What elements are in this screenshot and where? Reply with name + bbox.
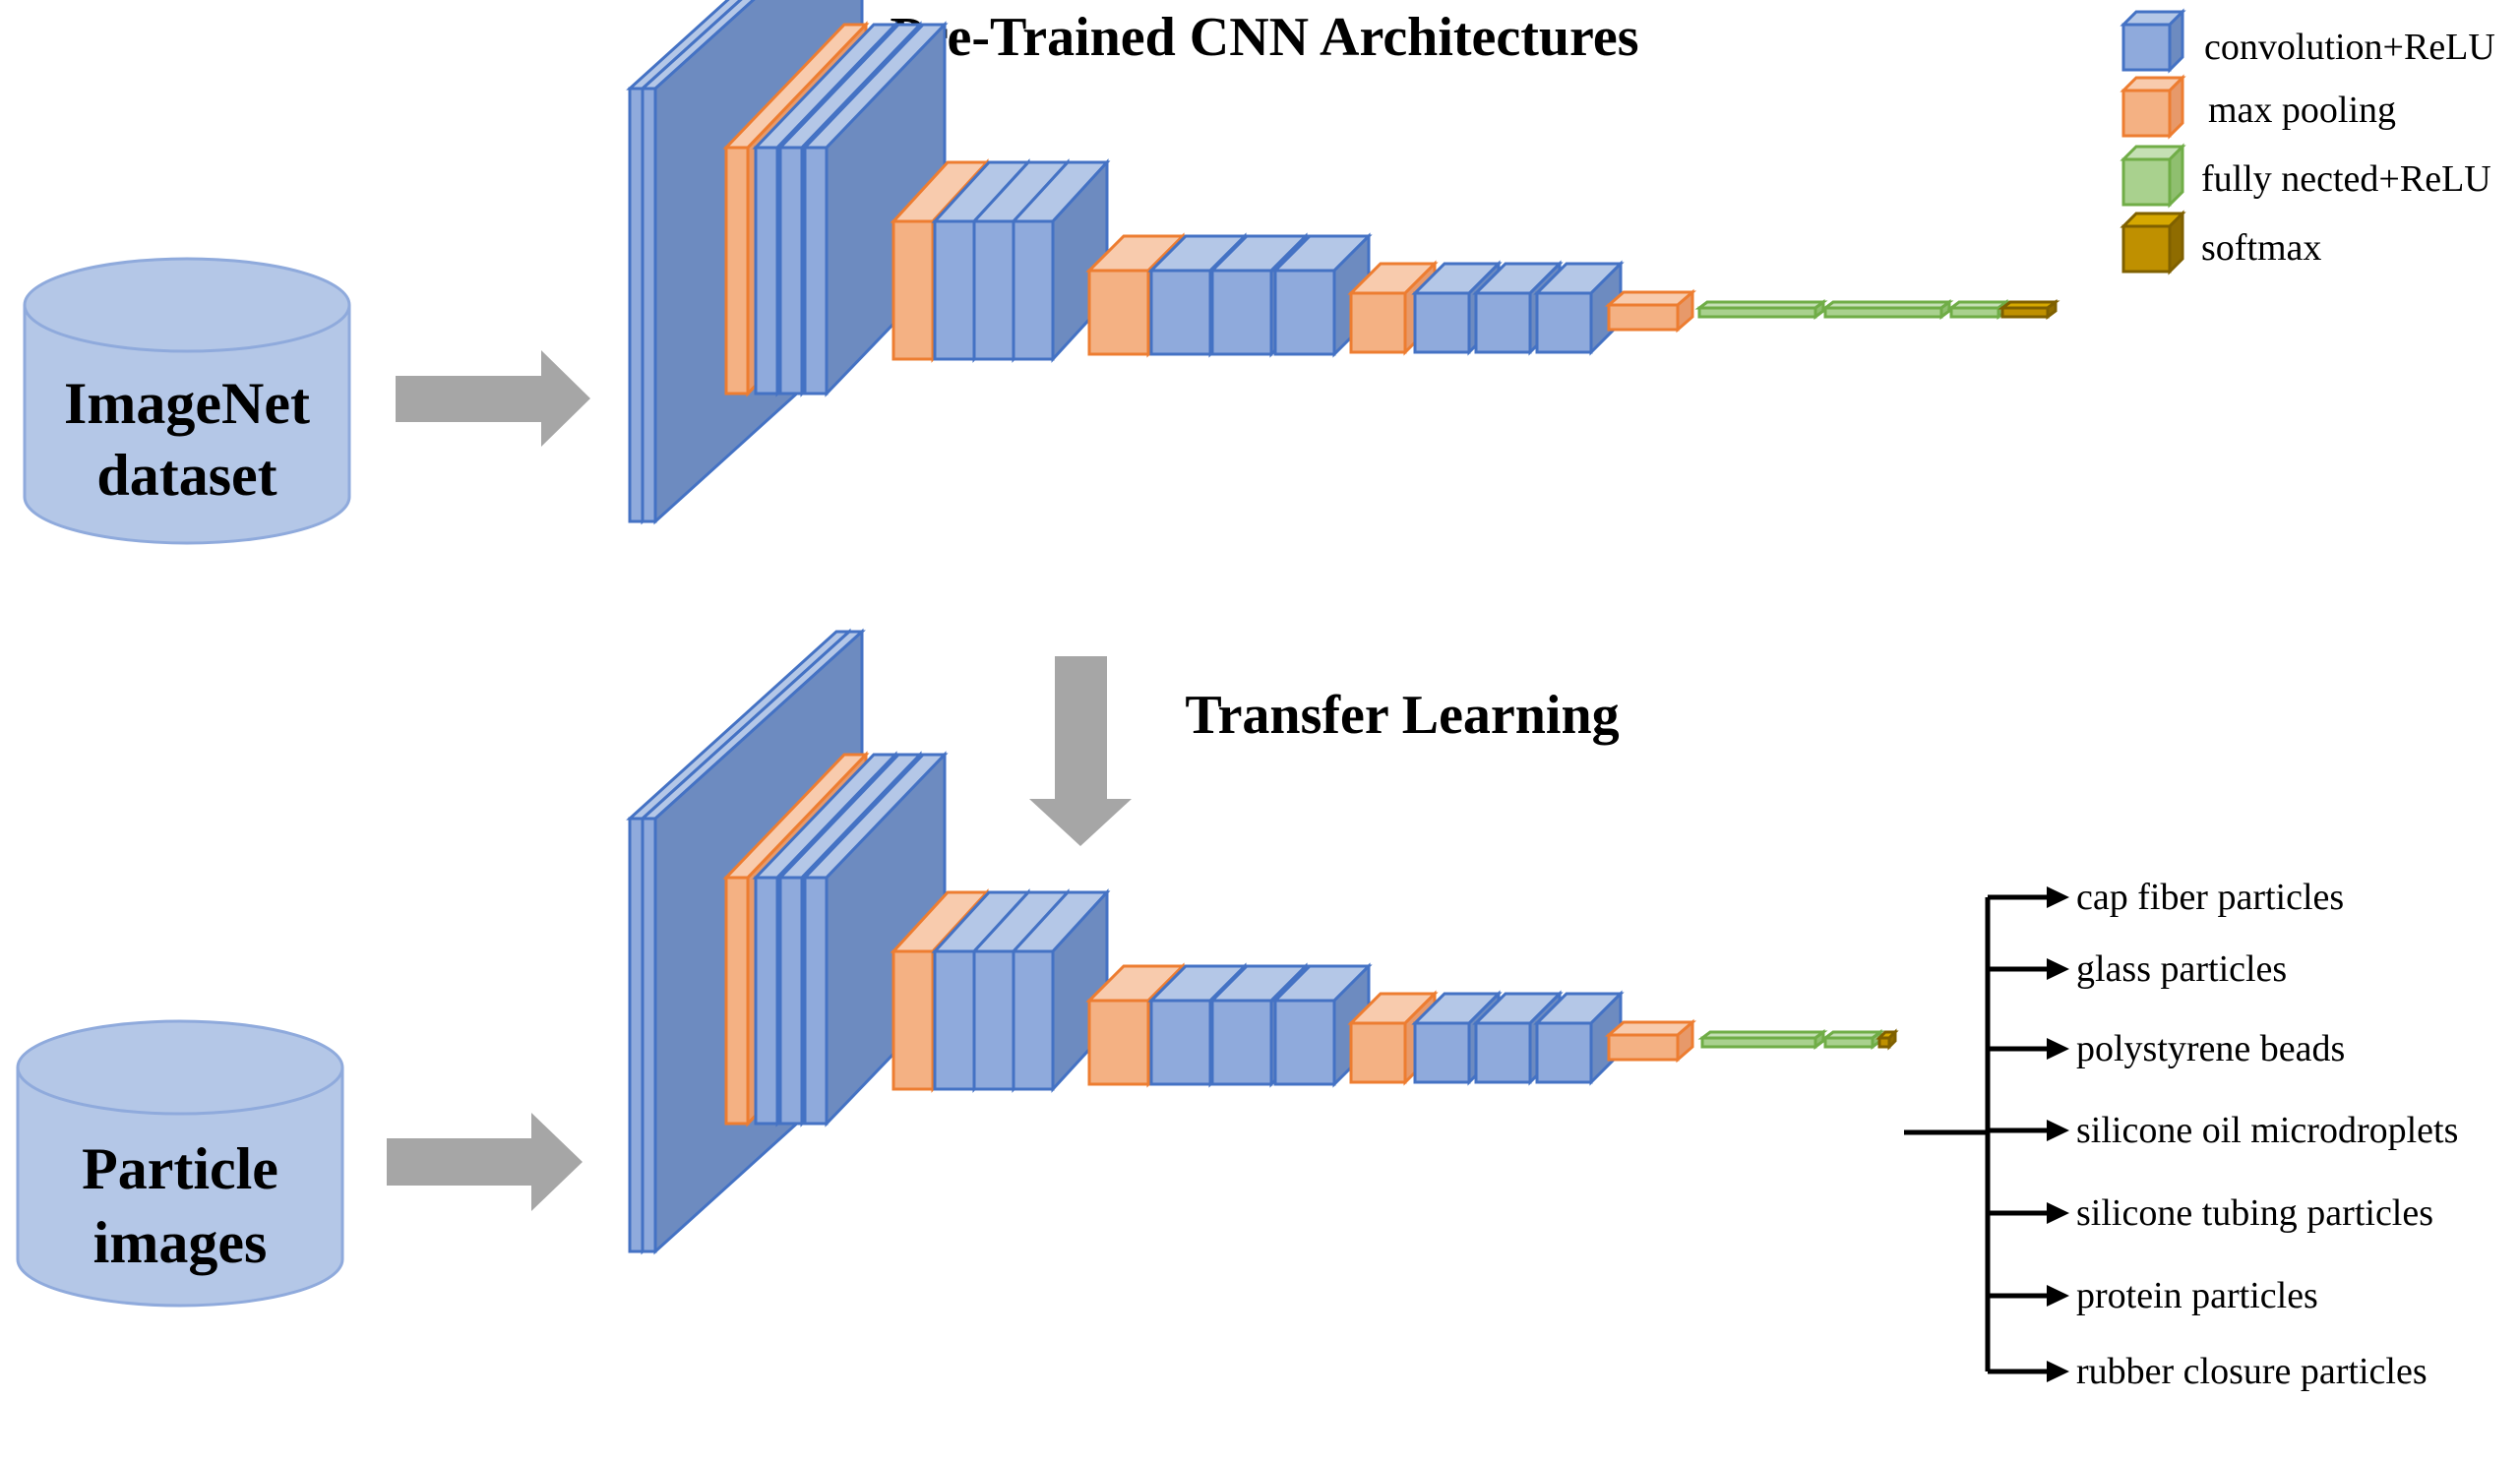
class-label: polystyrene beads [2076,1028,2345,1069]
conv-cube-icon [2120,8,2186,74]
fc-layer-2 [1820,299,1954,320]
softmax-cube-icon [2120,210,2186,275]
legend-item-pool: max pooling [2120,74,2396,140]
arrowhead-icon [2047,958,2069,980]
conv-layer-5c [1533,260,1625,356]
input-arrow-top [396,350,590,447]
transfer-cnn-network [626,628,1899,1255]
arrowhead-icon [2047,1361,2069,1382]
conv-layer-4c [1271,962,1373,1088]
legend-label-pool: max pooling [2208,90,2396,131]
imagenet-label-line1: ImageNet [64,371,310,436]
fc-cube-icon [2120,143,2186,209]
legend-item-softmax: softmax [2120,210,2321,275]
legend: convolution+ReLU max pooling fully necte… [2120,8,2495,275]
class-label: silicone tubing particles [2076,1192,2433,1234]
softmax-layer [1998,299,2060,320]
fc-layer-1 [1697,1029,1828,1050]
class-label: silicone oil microdroplets [2076,1110,2458,1151]
imagenet-dataset-cylinder: ImageNet dataset [23,257,351,545]
arrowhead-icon [2047,1120,2069,1141]
class-label: cap fiber particles [2076,877,2344,918]
diagram-title: Pre-Trained CNN Architectures [890,7,1638,68]
particle-label-line2: images [93,1210,268,1275]
legend-item-conv: convolution+ReLU [2120,8,2495,74]
imagenet-label-line2: dataset [96,443,277,508]
arrowhead-icon [2047,1202,2069,1224]
particle-label-line1: Particle [82,1136,278,1201]
pretrained-cnn-network [626,0,2060,525]
arrowhead-icon [2047,1285,2069,1307]
arrowhead-icon [2047,886,2069,908]
legend-label-conv: convolution+ReLU [2204,27,2495,68]
legend-label-fc: fully nected+ReLU [2201,158,2491,200]
conv-layer-3c [1010,888,1111,1093]
class-label: glass particles [2076,948,2287,990]
class-label: rubber closure particles [2076,1351,2428,1392]
particle-images-cylinder: Particle images [16,1019,344,1308]
arrowhead-icon [2047,1038,2069,1060]
conv-layer-5a [1411,990,1503,1086]
transfer-arrow [1029,656,1132,846]
input-arrow-bottom [387,1113,583,1211]
legend-item-fc: fully nected+ReLU [2120,143,2491,209]
class-label: protein particles [2076,1275,2318,1316]
legend-label-softmax: softmax [2201,227,2321,269]
pool-layer-5 [1604,1018,1697,1064]
transfer-learning-label: Transfer Learning [1185,685,1619,746]
pool-layer-5 [1604,288,1697,334]
softmax-layer [1875,1028,1899,1051]
pool-cube-icon [2120,74,2186,140]
fc-layer-2 [1820,1029,1885,1050]
fc-layer-1 [1694,299,1828,320]
class-output-bracket: cap fiber particles glass particles polyst… [1904,877,2458,1392]
